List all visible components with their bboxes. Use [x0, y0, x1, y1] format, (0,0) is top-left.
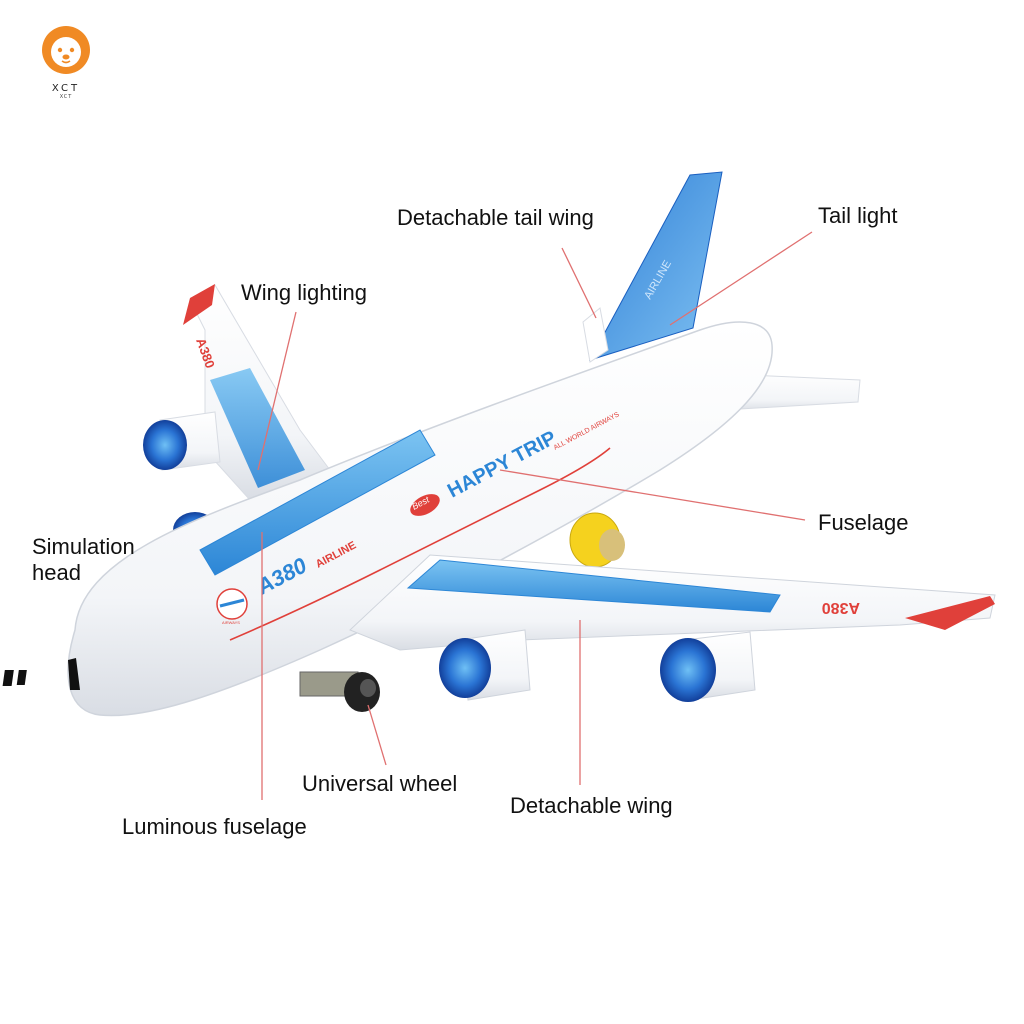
roundel-airways-text: AIRWAYS	[222, 620, 240, 625]
brand-name: XCT	[51, 83, 81, 94]
front-engine-outer	[660, 631, 756, 702]
front-wing-model-text: A380	[822, 599, 860, 616]
leader-lines	[257, 231, 813, 800]
label-simulation-head-line2: head	[32, 560, 81, 585]
front-wing: A380	[349, 554, 996, 651]
rear-wheel	[569, 512, 625, 568]
rear-wing: A380	[183, 284, 331, 501]
leader-wing-lighting	[257, 311, 297, 471]
leader-detachable-tail-wing	[561, 247, 597, 319]
leader-fuselage	[499, 469, 806, 521]
universal-wheel	[299, 671, 380, 712]
label-detachable-wing: Detachable wing	[510, 793, 673, 818]
label-fuselage: Fuselage	[818, 510, 909, 535]
brand-sub: XCT	[59, 94, 73, 100]
fuselage: A380 AIRLINE HAPPY TRIP Best ALL WORLD A…	[2, 321, 773, 717]
label-simulation-head-line1: Simulation	[32, 534, 135, 559]
brand-logo: XCT XCT	[36, 24, 96, 100]
label-luminous-fuselage: Luminous fuselage	[122, 814, 307, 839]
lion-logo-icon	[42, 26, 90, 74]
label-detachable-tail-wing: Detachable tail wing	[397, 205, 594, 230]
label-universal-wheel: Universal wheel	[302, 771, 458, 796]
label-tail-light: Tail light	[818, 203, 898, 228]
leader-universal-wheel	[367, 704, 387, 766]
label-wing-lighting: Wing lighting	[241, 280, 367, 305]
leader-tail-light	[669, 231, 813, 326]
front-engine-inner	[439, 629, 531, 701]
rear-engine-upper	[143, 411, 221, 471]
